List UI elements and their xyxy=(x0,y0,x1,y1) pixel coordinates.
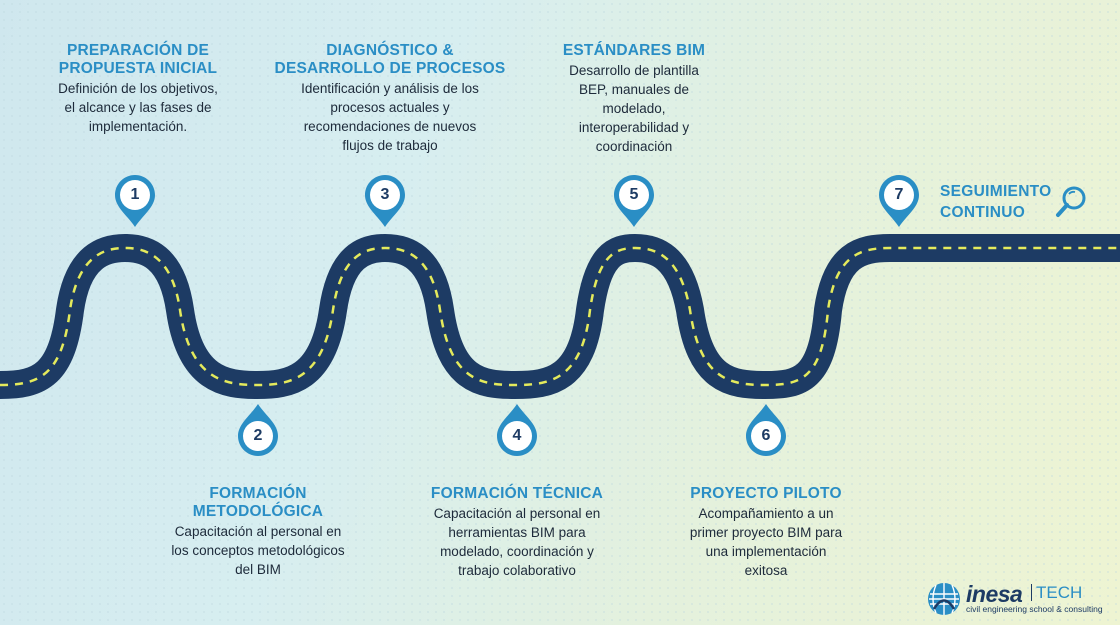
logo-tagline: civil engineering school & consulting xyxy=(966,604,1103,614)
step-5: ESTÁNDARES BIM Desarrollo de plantilla B… xyxy=(523,42,745,156)
step-5-title: ESTÁNDARES BIM xyxy=(562,42,706,59)
step-4-pin: 4 xyxy=(495,404,539,458)
step-5-desc: Desarrollo de plantilla BEP, manuales de… xyxy=(569,63,699,154)
step-2: FORMACIÓN METODOLÓGICA Capacitación al p… xyxy=(148,485,368,579)
step-1-desc: Definición de los objetivos, el alcance … xyxy=(58,81,218,134)
step-3-pin: 3 xyxy=(363,173,407,227)
step-7-title: SEGUIMIENTO CONTINUO xyxy=(940,183,1052,221)
step-4-desc: Capacitación al personal en herramientas… xyxy=(433,506,601,578)
step-6-title: PROYECTO PILOTO xyxy=(690,485,842,502)
step-3-desc: Identificación y análisis de los proceso… xyxy=(301,81,479,153)
step-7-number: 7 xyxy=(894,186,904,203)
step-3-number: 3 xyxy=(380,186,390,203)
step-5-number: 5 xyxy=(629,186,639,203)
step-2-desc: Capacitación al personal en los concepto… xyxy=(171,524,345,577)
step-3: DIAGNÓSTICO & DESARROLLO DE PROCESOS Ide… xyxy=(262,42,518,155)
step-4: FORMACIÓN TÉCNICA Capacitación al person… xyxy=(406,485,628,580)
step-4-title: FORMACIÓN TÉCNICA xyxy=(430,485,604,502)
logo-suffix: TECH xyxy=(1031,584,1082,601)
step-1-number: 1 xyxy=(130,186,140,203)
step-6-desc: Acompañamiento a un primer proyecto BIM … xyxy=(689,506,843,578)
step-1-pin: 1 xyxy=(113,173,157,227)
step-2-number: 2 xyxy=(253,427,263,444)
road-center-line xyxy=(0,246,1120,387)
step-6-number: 6 xyxy=(761,427,771,444)
step-7-pin: 7 xyxy=(877,173,921,227)
inesa-tech-logo: inesa TECH civil engineering school & co… xyxy=(926,580,1116,618)
step-1: PREPARACIÓN DE PROPUESTA INICIAL Definic… xyxy=(20,42,256,136)
logo-brand: inesa xyxy=(966,581,1023,607)
step-4-number: 4 xyxy=(512,427,522,444)
globe-logo-icon xyxy=(928,583,960,615)
step-1-title: PREPARACIÓN DE PROPUESTA INICIAL xyxy=(58,42,218,77)
step-2-title: FORMACIÓN METODOLÓGICA xyxy=(192,485,324,520)
step-6: PROYECTO PILOTO Acompañamiento a un prim… xyxy=(656,485,876,580)
magnifier-icon xyxy=(1056,186,1086,217)
step-2-pin: 2 xyxy=(236,404,280,458)
step-5-pin: 5 xyxy=(612,173,656,227)
step-6-pin: 6 xyxy=(744,404,788,458)
step-3-title: DIAGNÓSTICO & DESARROLLO DE PROCESOS xyxy=(274,42,506,77)
